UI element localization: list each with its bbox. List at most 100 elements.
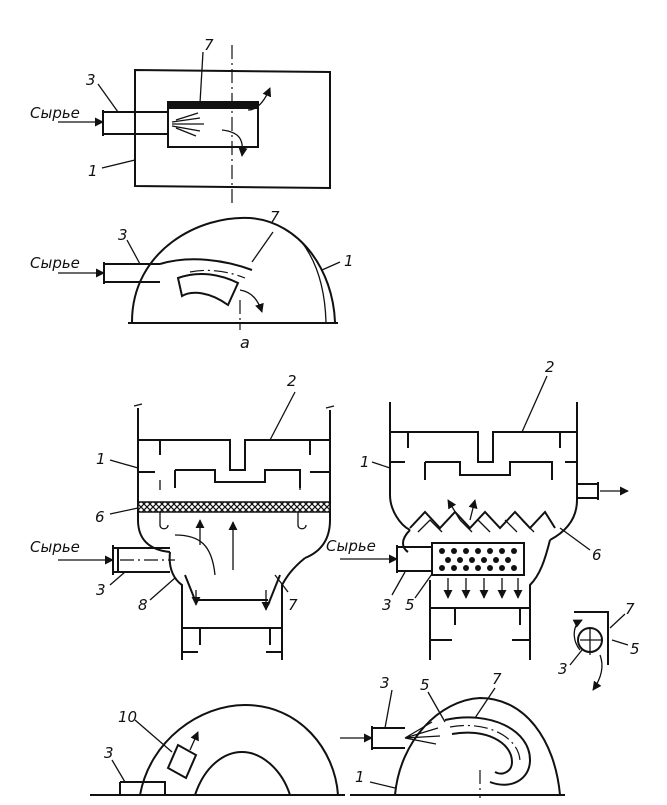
vessel-break-marks: [133, 403, 335, 409]
figure-left-apparatus: 2 1 6 3 8 7 Сырье: [30, 372, 335, 660]
lower-cone-left: [168, 551, 183, 660]
leader-8-left: [149, 577, 176, 601]
figure-dome-section: 7 3 1 Сырье a: [30, 208, 354, 352]
label-3-dome: 3: [118, 226, 128, 244]
flow-curve: [174, 534, 216, 576]
leader-3-left: [109, 571, 126, 586]
leader-2-right: [521, 375, 548, 433]
label-3-bottom-left: 3: [104, 744, 114, 762]
inset-arrow-down: [592, 654, 603, 691]
label-8-left: 8: [138, 596, 148, 614]
leader-4-dome: [251, 231, 274, 263]
label-7-left: 7: [288, 596, 298, 614]
leader-3-bottom-right: [384, 689, 393, 729]
vessel-right-outer-right: [549, 402, 578, 541]
channel-dome-holes: [189, 269, 246, 279]
leader-6-left: [109, 507, 139, 515]
label-6-right: 6: [592, 546, 602, 564]
bottom-right-pipe: [371, 726, 405, 750]
mesh-filter-6: [137, 501, 331, 513]
distributor-top-plate: [168, 102, 258, 109]
feed-pipe-left: [112, 545, 170, 575]
label-2-left: 2: [287, 372, 297, 390]
vessel-right-wall: [304, 410, 331, 559]
gas-arrow-right-1: [447, 499, 461, 521]
leader-1-bottom: [369, 781, 396, 789]
feed-label-dome: Сырье: [30, 254, 80, 272]
leader-4-bottom-right: [474, 687, 496, 719]
outflow-arrow-top-1: [247, 87, 272, 111]
vessel-right-lower-right: [529, 539, 551, 660]
subfigure-label-a: a: [240, 333, 250, 352]
vessel-body-top: [134, 68, 331, 190]
channel-dome-inner: [176, 272, 240, 307]
label-2-right: 2: [545, 358, 555, 376]
spray-jets-top: [171, 112, 204, 137]
vessel-left-wall: [137, 408, 171, 553]
label-3-bottom-right: 3: [380, 674, 390, 692]
bottom-right-spiral-inner: [451, 731, 514, 775]
bottom-left-pipe: [119, 781, 166, 795]
side-outlet: [577, 482, 599, 500]
porous-block-dots: [439, 548, 517, 571]
leader-10: [134, 719, 173, 753]
dome-inner: [299, 239, 327, 323]
label-1-right: 1: [360, 453, 370, 471]
bottom-left-arrow: [189, 731, 199, 751]
tray-right-lower: [390, 461, 577, 480]
zigzag-baffle-6-inner: [417, 519, 535, 533]
leader-3-bottom-left: [111, 759, 126, 783]
outflow-arrow-dome: [239, 289, 264, 313]
label-4-dome: 7: [270, 208, 280, 226]
leader-4-top: [199, 51, 204, 104]
label-5-inset: 5: [630, 640, 640, 658]
bottom-left-inner-arc: [194, 750, 291, 796]
bottom-left-outer-arc: [139, 703, 339, 796]
label-1-bottom: 1: [355, 768, 365, 786]
label-3-top: 3: [86, 71, 96, 89]
label-3-right: 3: [382, 596, 392, 614]
leader-2-left: [269, 391, 296, 441]
label-4-inset: 7: [625, 600, 635, 618]
dome-outer: [131, 216, 336, 323]
tray-right-upper: [390, 431, 577, 463]
support-hooks: [159, 512, 307, 530]
leader-5-bottom-right: [427, 691, 446, 723]
leader-1-dome: [321, 261, 341, 271]
figure-top-plan: 7 3 1 Сырье: [30, 36, 331, 205]
label-3-left: 3: [96, 581, 106, 599]
porous-block-5: [431, 542, 525, 576]
label-4-top: 7: [204, 36, 214, 54]
leader-7-left: [274, 574, 289, 593]
feed-label-top: Сырье: [30, 104, 80, 122]
tray-lower-edges: [159, 480, 301, 490]
label-1-top: 1: [88, 162, 98, 180]
label-4-bottom-right: 7: [492, 670, 502, 688]
vessel-right-lower-left: [402, 529, 411, 553]
leader-3-inset: [569, 649, 583, 666]
leader-5-inset: [611, 639, 629, 646]
tray-upper: [138, 439, 330, 471]
bottom-right-spiral-outer: [444, 716, 532, 786]
figure-bottom-right: 3 5 7 1: [340, 670, 565, 798]
bottom-left-nozzle-10: [166, 743, 198, 780]
figure-right-apparatus: 2 1 6 3 5 Сырье: [326, 358, 629, 660]
leader-3-dome: [126, 239, 141, 265]
outflow-arrow-top-2: [221, 129, 248, 157]
figure-inset: 7 5 3: [558, 600, 640, 691]
feed-label-left: Сырье: [30, 538, 80, 556]
label-5-bottom-right: 5: [420, 676, 430, 694]
feed-label-right: Сырье: [326, 537, 376, 555]
bottom-right-spray: [404, 721, 441, 745]
tray-right-bottom: [430, 607, 530, 625]
label-6-left: 6: [95, 508, 105, 526]
leader-4-inset: [609, 613, 626, 629]
leader-6-right: [559, 527, 591, 551]
feed-pipe-dome: [103, 262, 160, 284]
gas-arrow-right-2: [468, 499, 478, 521]
vessel-right-outer-left: [389, 402, 411, 531]
leader-3-right: [391, 571, 406, 596]
feed-pipe-right: [396, 545, 432, 573]
bottom-right-outer-arc: [394, 696, 561, 796]
leader-1-top: [101, 159, 136, 169]
